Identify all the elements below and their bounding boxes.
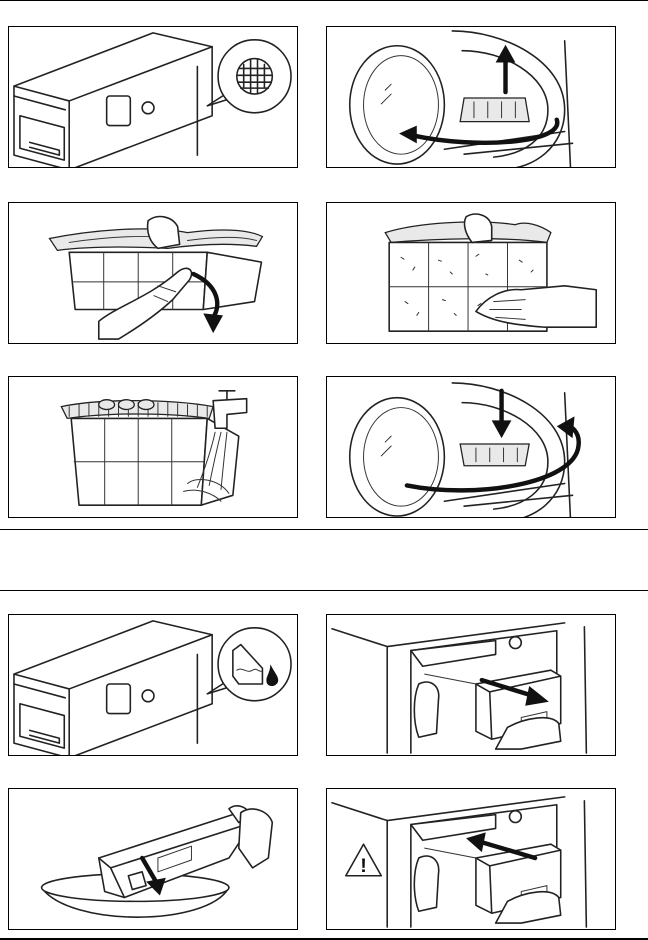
top-rule <box>0 0 648 1</box>
filter-handle <box>460 98 529 122</box>
hand-right <box>239 809 273 868</box>
svg-text:!: ! <box>360 855 367 877</box>
figure-push-in-water-container: ! <box>326 788 616 930</box>
hand-left <box>414 856 438 911</box>
section-rule-1 <box>0 529 648 530</box>
figure-water-container-icon <box>8 614 298 756</box>
figure-condenser-filter-icon <box>8 26 298 168</box>
figure-open-door-pull-filter <box>326 26 616 168</box>
figure-open-filter <box>8 202 298 344</box>
figure-empty-water-container <box>8 788 298 930</box>
figure-rinse-filter-under-tap <box>8 376 298 518</box>
filter-handle <box>460 444 529 466</box>
figure-pull-out-water-container <box>326 614 616 756</box>
figure-clean-filter-by-hand <box>326 202 616 344</box>
hand-left <box>414 682 438 737</box>
warning-triangle-icon: ! <box>346 844 381 877</box>
section-rule-2 <box>0 590 648 591</box>
figure-reinsert-filter-close-door <box>326 376 616 518</box>
hand-top <box>148 217 180 249</box>
hand-top <box>464 214 491 242</box>
